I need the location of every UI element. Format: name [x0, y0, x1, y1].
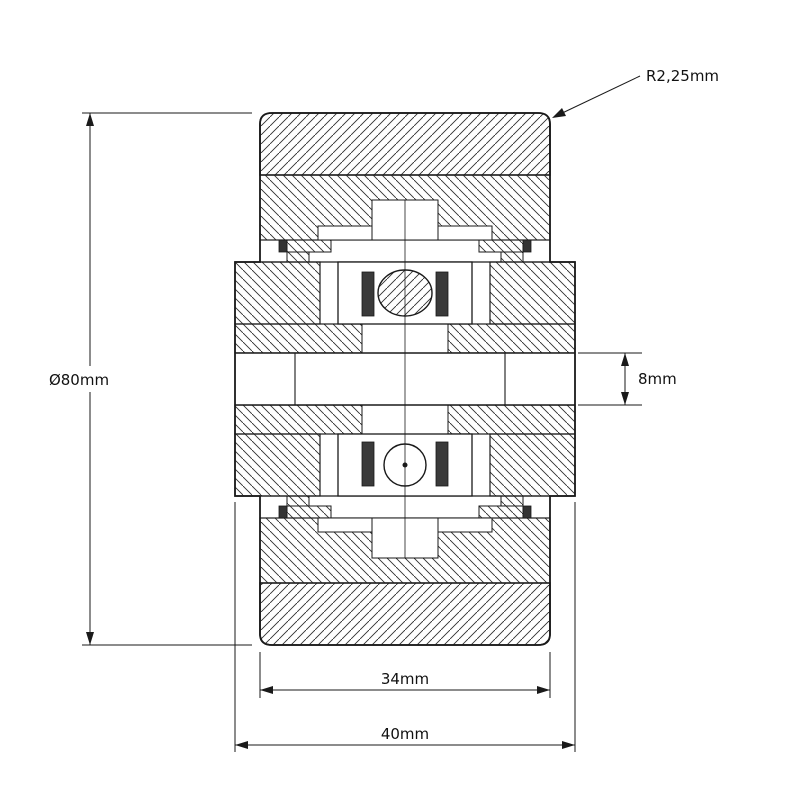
dimension-outer-diameter: Ø80mm: [48, 112, 252, 646]
arrow-up: [621, 353, 629, 366]
dimension-tread-width: 34mm: [259, 652, 551, 698]
arrow-down: [86, 632, 94, 645]
arrow-left: [260, 686, 273, 694]
arrow-right: [562, 741, 575, 749]
arrow-down: [621, 392, 629, 405]
label-corner-radius: R2,25mm: [646, 67, 719, 85]
arrow-leader: [552, 108, 566, 118]
dimension-bore-height: 8mm: [578, 352, 677, 406]
tread-top: [259, 112, 551, 176]
radius-callout: R2,25mm: [552, 67, 719, 118]
label-bore-height: 8mm: [638, 370, 677, 388]
arrow-left: [235, 741, 248, 749]
arrow-up: [86, 113, 94, 126]
arrow-right: [537, 686, 550, 694]
label-overall-width: 40mm: [381, 725, 429, 743]
retainer-clips-bottom: [278, 495, 532, 519]
dimension-overall-width: 40mm: [234, 502, 576, 752]
outer-outline: [234, 112, 576, 646]
label-tread-width: 34mm: [381, 670, 429, 688]
retainer-clips-top: [278, 239, 532, 263]
tread-bottom: [259, 582, 551, 646]
hub-flanges: [234, 261, 576, 497]
label-outer-diameter: Ø80mm: [49, 371, 109, 389]
wheel-section: [234, 112, 576, 646]
